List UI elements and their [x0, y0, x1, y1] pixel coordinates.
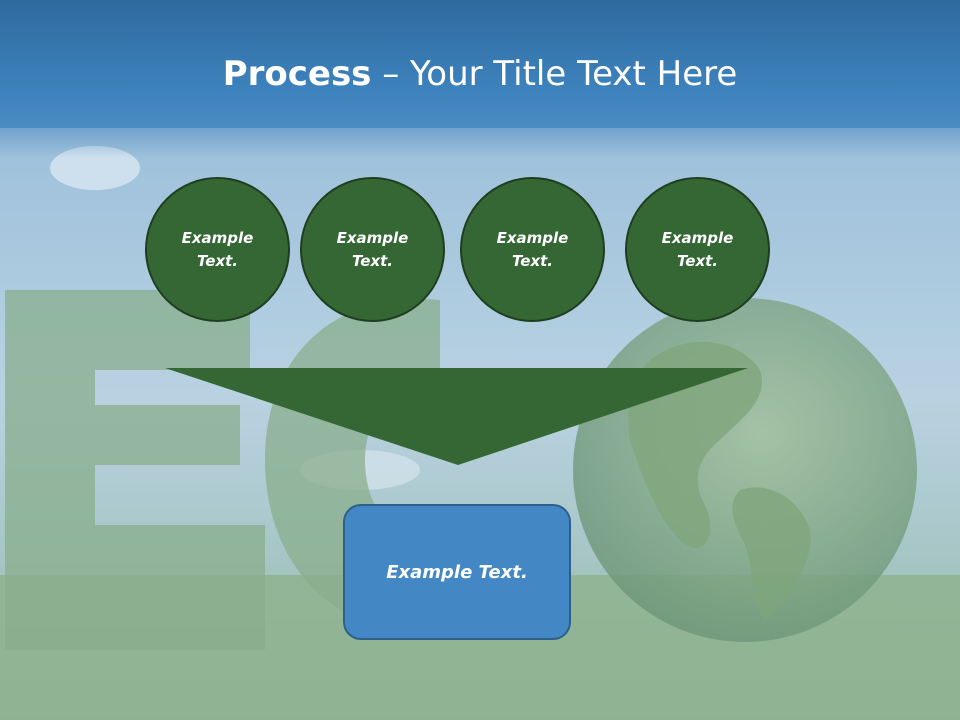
- slide-title: Process – Your Title Text Here: [0, 52, 960, 96]
- step-circle-1[interactable]: Example Text.: [145, 177, 290, 322]
- step-circle-4[interactable]: Example Text.: [625, 177, 770, 322]
- step-label-4: Example Text.: [661, 228, 734, 270]
- result-label: Example Text.: [386, 561, 528, 583]
- result-box[interactable]: Example Text.: [343, 504, 571, 640]
- step-circle-2[interactable]: Example Text.: [300, 177, 445, 322]
- funnel-triangle: [165, 368, 748, 465]
- title-bar-fade: [0, 128, 960, 158]
- title-bar: [0, 0, 960, 128]
- step-label-1: Example Text.: [181, 228, 254, 270]
- title-rest: – Your Title Text Here: [371, 54, 738, 94]
- step-label-3: Example Text.: [496, 228, 569, 270]
- step-circle-3[interactable]: Example Text.: [460, 177, 605, 322]
- step-label-2: Example Text.: [336, 228, 409, 270]
- title-bold: Process: [222, 54, 372, 94]
